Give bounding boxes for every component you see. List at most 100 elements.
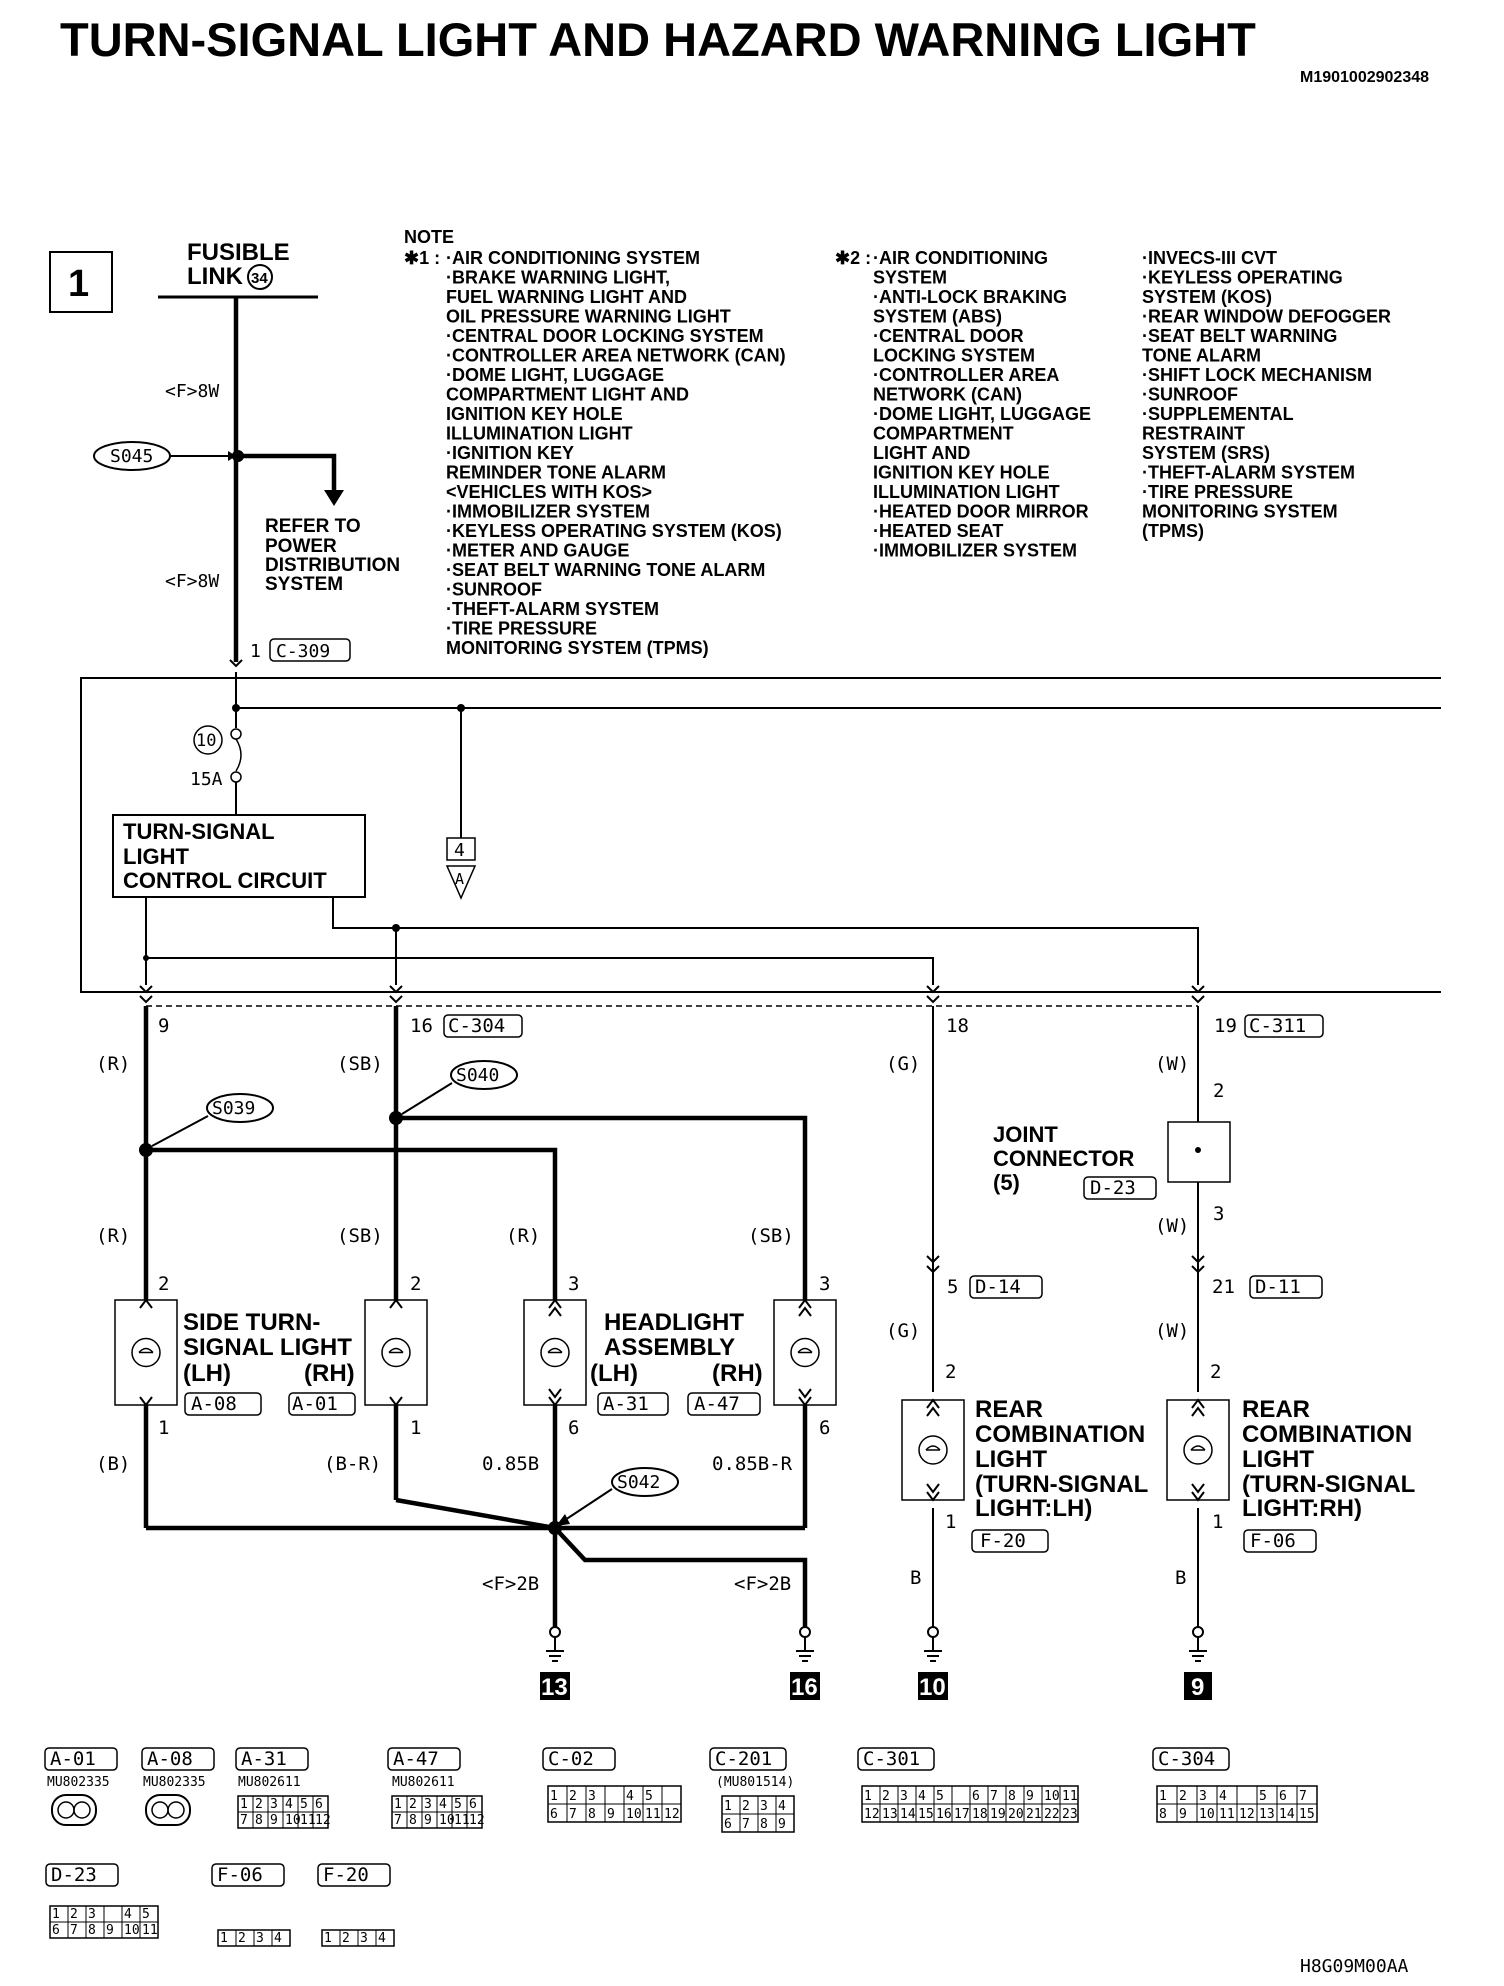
note-line: LIGHT AND [873, 443, 970, 463]
svg-text:D-23: D-23 [51, 1864, 97, 1886]
note-line: SYSTEM (SRS) [1142, 443, 1270, 463]
rear-rh-line4: (TURN-SIGNAL [1242, 1471, 1415, 1498]
svg-text:C-304: C-304 [1158, 1748, 1215, 1770]
svg-text:2: 2 [409, 1797, 417, 1812]
fusible-label: FUSIBLE [187, 239, 290, 266]
note-line: ·REAR WINDOW DEFOGGER [1142, 307, 1391, 327]
ground-symbol [923, 1636, 943, 1662]
note-line: IGNITION KEY HOLE [446, 404, 623, 424]
svg-text:10: 10 [124, 1923, 140, 1938]
side-rh-pin2: 2 [410, 1273, 421, 1295]
svg-text:21: 21 [1026, 1807, 1042, 1822]
svg-text:9: 9 [778, 1817, 786, 1832]
svg-text:4: 4 [274, 1931, 282, 1946]
control-circuit-box [112, 814, 366, 898]
joint-line3: (5) [993, 1170, 1020, 1195]
svg-text:A-31: A-31 [241, 1748, 287, 1770]
refer-line4: SYSTEM [265, 574, 343, 595]
svg-text:8: 8 [1008, 1789, 1016, 1804]
note-line: TONE ALARM [1142, 346, 1261, 366]
note-line: ·DOME LIGHT, LUGGAGE [446, 365, 664, 385]
svg-text:12: 12 [864, 1807, 880, 1822]
svg-text:6: 6 [315, 1797, 323, 1812]
svg-text:18: 18 [972, 1807, 988, 1822]
splice-s040-label: S040 [456, 1065, 499, 1086]
svg-text:6: 6 [972, 1789, 980, 1804]
svg-text:C-301: C-301 [863, 1748, 920, 1770]
rear-combination-light-lh [901, 1398, 965, 1502]
ref-4: 4 [454, 840, 465, 861]
svg-text:A-08: A-08 [147, 1748, 193, 1770]
pin-19: 19 [1214, 1015, 1237, 1037]
wire-color-w2: (W) [1155, 1215, 1189, 1237]
rear-rh-line3: LIGHT [1242, 1446, 1314, 1473]
svg-text:7: 7 [394, 1813, 402, 1828]
wire-color-w3: (W) [1155, 1320, 1189, 1342]
headlight-line1: HEADLIGHT [604, 1309, 744, 1336]
connector-a08-face [145, 1794, 191, 1826]
side-lh-pin2: 2 [158, 1273, 169, 1295]
svg-text:4: 4 [378, 1931, 386, 1946]
svg-text:12: 12 [315, 1813, 331, 1828]
note-line: ·IGNITION KEY [446, 443, 574, 463]
section-number: 1 [68, 263, 89, 305]
rear-rh-pin1: 1 [1212, 1511, 1223, 1533]
ground-symbol [795, 1636, 815, 1662]
connector-a31: A-31 [603, 1393, 649, 1415]
note-line: ILLUMINATION LIGHT [446, 424, 633, 444]
pin-21: 21 [1212, 1276, 1235, 1298]
head-rh-pin6: 6 [819, 1417, 830, 1439]
svg-text:1: 1 [324, 1931, 332, 1946]
head-lh-pin3: 3 [568, 1273, 579, 1295]
splice-s042 [548, 1521, 562, 1535]
connector-f20: F-20 [980, 1530, 1026, 1552]
note-line: ·METER AND GAUGE [446, 541, 629, 561]
control-circuit-line3: CONTROL CIRCUIT [123, 868, 327, 893]
note-line: MONITORING SYSTEM [1142, 502, 1338, 522]
joint-pin-3: 3 [1213, 1203, 1224, 1225]
ground-symbol [545, 1636, 565, 1662]
svg-text:15: 15 [918, 1807, 934, 1822]
wire-color-r1: (R) [96, 1053, 130, 1075]
fuse-number: 10 [196, 731, 216, 751]
pin-9: 9 [158, 1015, 169, 1037]
svg-text:8: 8 [760, 1817, 768, 1832]
note-line: ·SEAT BELT WARNING TONE ALARM [446, 560, 765, 580]
refer-line2: POWER [265, 536, 337, 557]
connector-a01: A-01 [292, 1393, 338, 1415]
svg-text:MU802611: MU802611 [238, 1775, 301, 1790]
note-line: FUEL WARNING LIGHT AND [446, 287, 687, 307]
section-box [49, 251, 113, 313]
side-turn-line2: SIGNAL LIGHT [183, 1334, 352, 1361]
pin-5: 5 [947, 1276, 958, 1298]
note-line: REMINDER TONE ALARM [446, 463, 666, 483]
svg-text:4: 4 [1219, 1789, 1227, 1804]
svg-text:11: 11 [645, 1807, 661, 1822]
joint-pin-2: 2 [1213, 1080, 1224, 1102]
rear-rh-line2: COMBINATION [1242, 1421, 1412, 1448]
svg-text:3: 3 [270, 1797, 278, 1812]
f8w-upper: <F>8W [165, 381, 219, 402]
side-turn-light-rh [364, 1298, 428, 1407]
svg-text:9: 9 [106, 1923, 114, 1938]
svg-text:2: 2 [569, 1789, 577, 1804]
note-line: ·SHIFT LOCK MECHANISM [1142, 365, 1372, 385]
note-line: ·IMMOBILIZER SYSTEM [873, 541, 1077, 561]
rear-lh-line2: COMBINATION [975, 1421, 1145, 1448]
svg-text:20: 20 [1008, 1807, 1024, 1822]
svg-text:4: 4 [439, 1797, 447, 1812]
svg-text:3: 3 [588, 1789, 596, 1804]
fusible-number-circle [247, 264, 273, 290]
note-line: ·CENTRAL DOOR [873, 326, 1024, 346]
svg-text:2: 2 [1179, 1789, 1187, 1804]
svg-text:19: 19 [990, 1807, 1006, 1822]
svg-text:3: 3 [360, 1931, 368, 1946]
svg-text:6: 6 [469, 1797, 477, 1812]
svg-text:1: 1 [550, 1789, 558, 1804]
wire-color-br: (B-R) [324, 1453, 381, 1475]
svg-text:9: 9 [1179, 1807, 1187, 1822]
refer-arrow [324, 490, 344, 506]
ref-a: A [455, 870, 464, 888]
svg-text:10: 10 [439, 1813, 455, 1828]
